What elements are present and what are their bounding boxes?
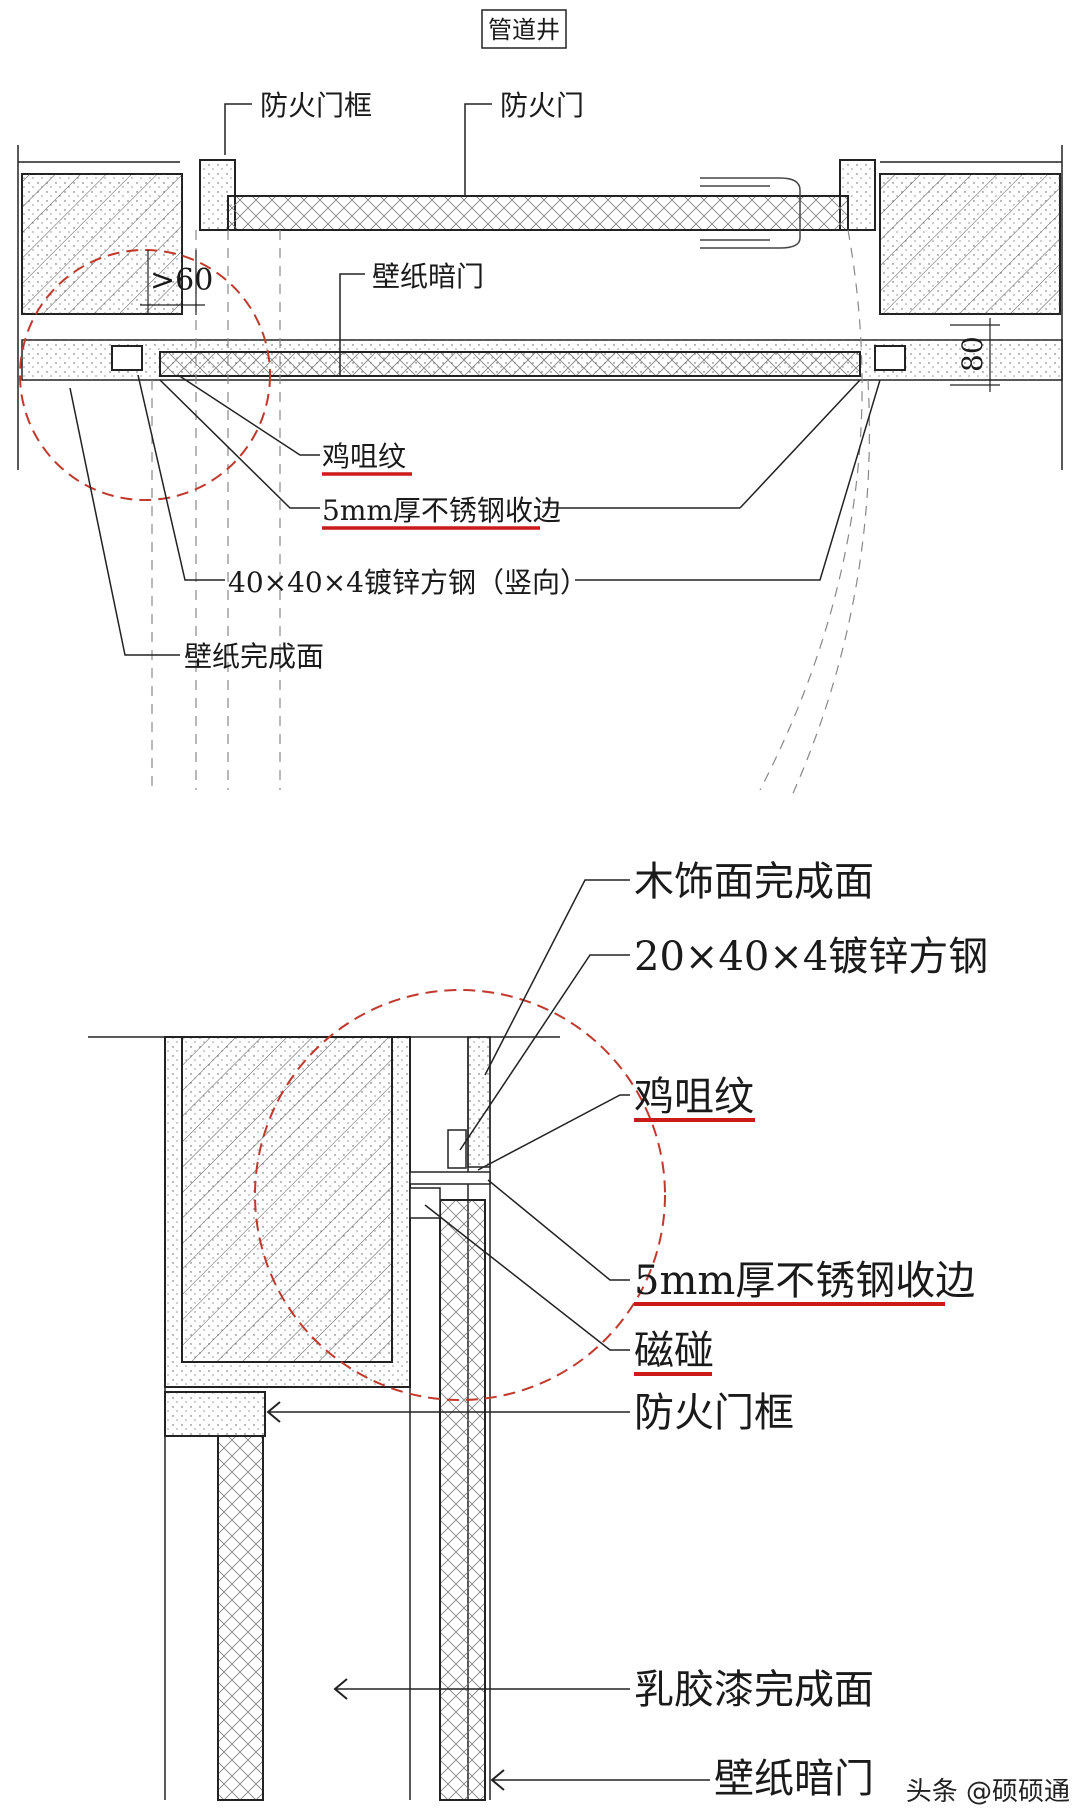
watermark: 头条 @硕硕通: [906, 1777, 1070, 1807]
fire-door-leaf: [227, 195, 849, 231]
label-magnet: 磁碰: [634, 1328, 714, 1374]
hidden-door-leaf: [159, 351, 861, 377]
detail-circle-bottom: [254, 989, 666, 1401]
label-steel-edge: 5mm厚不锈钢收边: [322, 494, 561, 527]
top-plan-drawing: 管道井: [17, 9, 1063, 801]
square-steel-right: [874, 345, 906, 371]
label-square-steel-bottom: 20×40×4镀锌方钢: [634, 934, 988, 980]
label-steel-edge-bottom: 5mm厚不锈钢收边: [634, 1258, 975, 1304]
dimension-60: >60: [150, 263, 213, 298]
square-steel-left: [111, 345, 143, 371]
label-wallpaper-finish: 壁纸完成面: [184, 640, 324, 673]
section-fire-door-frame: [164, 1391, 266, 1437]
label-square-steel-top: 40×40×4镀锌方钢（竖向）: [228, 566, 588, 599]
label-fire-door-frame: 防火门框: [260, 89, 372, 122]
label-latex-finish: 乳胶漆完成面: [634, 1667, 874, 1713]
section-wall-block: [181, 1036, 393, 1363]
section-fire-door-leaf: [217, 1435, 264, 1801]
label-hidden-door: 壁纸暗门: [372, 260, 484, 293]
detail-circle-top: [19, 249, 271, 501]
label-fire-door: 防火门: [500, 89, 584, 122]
plan-title: 管道井: [488, 16, 560, 44]
label-fire-door-frame-bottom: 防火门框: [634, 1390, 794, 1436]
label-wood-finish: 木饰面完成面: [634, 859, 874, 905]
label-dovetail: 鸡咀纹: [322, 440, 406, 473]
title-box: [481, 9, 567, 49]
dimension-80: 80: [956, 336, 989, 372]
bottom-section-drawing: 木饰面完成面 20×40×4镀锌方钢 鸡咀纹 5mm厚不锈钢收边 磁碰 防火门框…: [88, 859, 988, 1802]
label-hidden-door-bottom: 壁纸暗门: [714, 1756, 874, 1802]
label-dovetail-bottom: 鸡咀纹: [634, 1074, 754, 1120]
section-hidden-door: [439, 1199, 486, 1801]
